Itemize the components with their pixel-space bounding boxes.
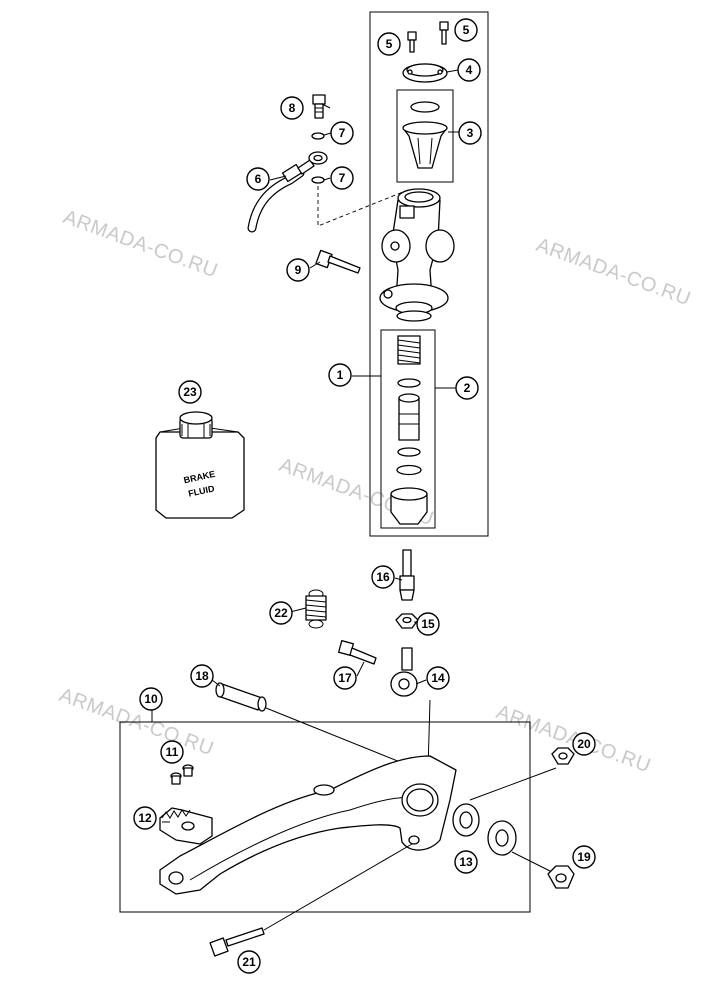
callout: 12 — [133, 806, 157, 830]
reservoir-cap — [402, 63, 448, 83]
callout: 9 — [286, 258, 310, 282]
callout-number: 22 — [274, 606, 288, 620]
flange-nut — [547, 865, 575, 889]
callout: 14 — [426, 666, 450, 690]
callout: 3 — [458, 121, 482, 145]
reservoir-screw — [407, 31, 417, 53]
callout-number: 1 — [337, 368, 344, 382]
circlip — [396, 464, 422, 476]
callout-number: 9 — [295, 263, 302, 277]
reservoir-screw — [439, 21, 449, 45]
sealing-washer — [311, 176, 325, 184]
callout-leaders — [151, 69, 459, 823]
clevis-bolt — [338, 640, 377, 665]
callout-number: 15 — [421, 617, 435, 631]
callout-number: 6 — [255, 172, 262, 186]
callout-number: 8 — [289, 101, 296, 115]
callout-number: 20 — [577, 737, 591, 751]
callout-number: 11 — [166, 745, 179, 759]
piston-seal — [397, 447, 421, 457]
pivot-pin — [215, 682, 267, 712]
callout: 18 — [190, 664, 214, 688]
master-cylinder-body — [379, 188, 455, 322]
callout: 6 — [246, 167, 270, 191]
callout-number: 2 — [464, 381, 471, 395]
callout: 16 — [371, 565, 395, 589]
reservoir-subgroup-box — [396, 89, 454, 183]
flange-nut — [551, 747, 575, 765]
callout-number: 3 — [467, 126, 474, 140]
callout-number: 19 — [577, 850, 591, 864]
callout-number: 18 — [195, 669, 209, 683]
callout: 1 — [328, 363, 352, 387]
callout: 22 — [269, 601, 293, 625]
dust-boot — [390, 487, 428, 525]
callout: 10 — [139, 687, 163, 711]
callout-number: 7 — [339, 171, 346, 185]
callout: 15 — [416, 612, 440, 636]
leader-line — [265, 707, 421, 771]
callout: 7 — [330, 166, 354, 190]
callout-number: 10 — [144, 692, 158, 706]
leader-line — [469, 767, 557, 801]
banjo-bolt — [312, 94, 326, 119]
tip-screw — [182, 764, 194, 777]
callout: 17 — [333, 666, 357, 690]
leader-line — [263, 843, 413, 931]
piston-seal — [397, 378, 421, 388]
pedal-bearing — [452, 803, 480, 837]
callout: 4 — [457, 58, 481, 82]
callout-number: 7 — [339, 126, 346, 140]
brake-fluid-can: BRAKE FLUID — [155, 411, 245, 519]
callout-number: 14 — [431, 671, 445, 685]
callout-number: 5 — [386, 37, 393, 51]
brake-hose — [247, 151, 328, 233]
return-spring — [305, 589, 327, 629]
brake-pedal-group-box — [119, 721, 531, 913]
callout: 5 — [377, 32, 401, 56]
callout: 20 — [572, 732, 596, 756]
pedal-step-tip — [159, 807, 213, 845]
piston-spring — [397, 335, 421, 365]
lock-nut — [395, 613, 419, 629]
callout-number: 16 — [376, 570, 390, 584]
clevis — [390, 647, 418, 697]
callout-number: 21 — [242, 955, 256, 969]
watermark: ARMADA-CO.RU — [533, 234, 693, 310]
callout: 13 — [454, 850, 478, 874]
callout: 19 — [572, 845, 596, 869]
callout-number: 12 — [138, 811, 152, 825]
callout: 11 — [160, 740, 184, 764]
callout-number: 4 — [466, 63, 473, 77]
callout: 8 — [280, 96, 304, 120]
piston-kit-subgroup-box — [380, 329, 436, 529]
reservoir-body — [402, 101, 448, 169]
callout: 2 — [455, 376, 479, 400]
callout: 23 — [178, 380, 202, 404]
callout-number: 5 — [463, 23, 470, 37]
callout-number: 13 — [459, 855, 473, 869]
pedal-bearing — [487, 820, 517, 856]
callout-number: 17 — [338, 671, 352, 685]
master-cylinder-group-box — [369, 11, 489, 537]
tip-screw — [170, 772, 182, 785]
callout-number: 23 — [183, 385, 197, 399]
pushrod — [399, 549, 415, 601]
piston — [398, 393, 420, 441]
pedal-bolt — [209, 927, 265, 957]
leader-line — [511, 851, 553, 873]
callout: 7 — [330, 121, 354, 145]
callout: 5 — [454, 18, 478, 42]
sealing-washer — [311, 132, 325, 140]
watermark: ARMADA-CO.RU — [60, 206, 220, 282]
mounting-bolt — [315, 249, 361, 274]
brake-pedal-lever — [159, 755, 457, 895]
callout: 21 — [237, 950, 261, 974]
